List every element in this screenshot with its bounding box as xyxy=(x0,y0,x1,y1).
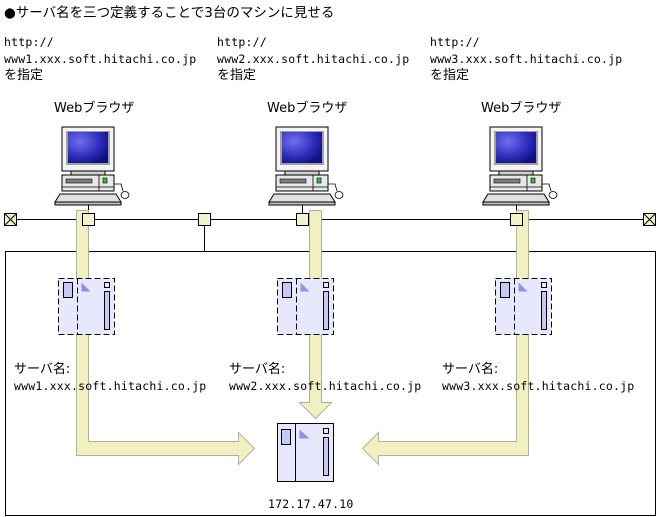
server-enclosure xyxy=(5,251,656,516)
client-2-url-host: www2.xxx.soft.hitachi.co.jp xyxy=(217,52,410,66)
client-3-suffix: を指定 xyxy=(430,68,470,83)
client-1-suffix: を指定 xyxy=(4,68,44,83)
network-node-client-3 xyxy=(510,213,523,226)
virtual-server-3-name: www3.xxx.soft.hitachi.co.jp xyxy=(442,379,635,393)
client-2-url-prefix: http:// xyxy=(217,35,267,49)
request-arrow-3 xyxy=(361,210,529,466)
virtual-server-1-icon xyxy=(58,278,115,335)
pc-client-3-icon xyxy=(482,126,558,206)
network-node-client-1 xyxy=(82,213,95,226)
network-node-client-2 xyxy=(296,213,309,226)
virtual-server-3-caption: サーバ名: xyxy=(442,362,499,377)
request-arrow-1 xyxy=(76,210,256,466)
client-3-label: Webブラウザ xyxy=(481,101,562,116)
client-3-url-prefix: http:// xyxy=(430,35,480,49)
pc-client-1-icon xyxy=(54,126,130,206)
client-1-url-host: www1.xxx.soft.hitachi.co.jp xyxy=(4,52,197,66)
physical-server-ip: 172.17.47.10 xyxy=(268,497,354,511)
virtual-server-2-icon xyxy=(277,278,334,335)
network-node-server xyxy=(198,213,211,226)
virtual-server-3-icon xyxy=(495,278,552,335)
client-3-url-host: www3.xxx.soft.hitachi.co.jp xyxy=(430,52,623,66)
terminator-right-icon xyxy=(643,213,656,226)
pc-client-2-icon xyxy=(268,126,344,206)
client-1-url-prefix: http:// xyxy=(4,35,54,49)
client-2-label: Webブラウザ xyxy=(267,101,348,116)
client-1-label: Webブラウザ xyxy=(54,101,135,116)
virtual-server-1-name: www1.xxx.soft.hitachi.co.jp xyxy=(14,379,207,393)
virtual-server-1-caption: サーバ名: xyxy=(14,362,71,377)
physical-server-icon xyxy=(277,423,334,482)
client-2-suffix: を指定 xyxy=(217,68,257,83)
terminator-left-icon xyxy=(4,213,17,226)
virtual-server-2-caption: サーバ名: xyxy=(229,362,286,377)
diagram-title: ●サーバ名を三つ定義することで3台のマシンに見せる xyxy=(4,5,335,21)
virtual-server-2-name: www2.xxx.soft.hitachi.co.jp xyxy=(229,379,422,393)
